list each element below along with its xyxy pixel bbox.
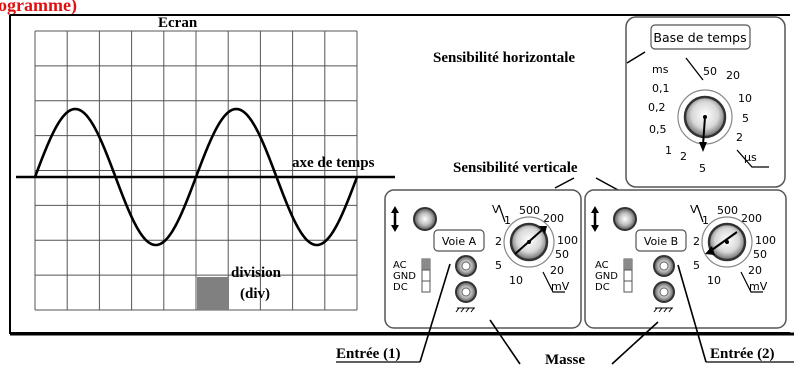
coupling-label-gnd: GND [393,271,416,282]
volt-scale-right-3: 50 [555,248,569,261]
unit-mv: mV [551,280,570,293]
input-2-label: Entrée (2) [710,346,775,362]
input-jack-hole [659,261,669,271]
screen-label: Ecran [158,15,198,31]
coupling-label-dc: DC [595,282,610,293]
ground-leader-2 [611,321,659,365]
timebase-bottom-1: 5 [699,162,706,175]
channel-panel-frame [384,189,582,329]
volt-scale-left-2: 5 [495,259,502,272]
ground-label: Masse [545,352,585,367]
timebase-right-3: 5 [742,112,749,125]
sensitivity-scale-arc [498,204,565,293]
input-2-leader [677,264,707,363]
sensitivity-scale-arc [696,204,763,293]
volt-scale-left-2: 5 [693,259,700,272]
timebase-right-1: 20 [726,69,740,82]
coupling-switch-slider [422,259,430,270]
sensitivity-knob[interactable] [701,216,753,268]
voie-button-label: Voie B [644,235,678,248]
input-1-label: Entrée (1) [336,346,401,362]
sensitivity-knob[interactable] [503,216,555,268]
signal-waveform [33,107,359,247]
volt-scale-right-1: 200 [543,212,564,225]
voie-button-label: Voie A [442,235,477,248]
timebase-unit-us: µs [744,151,757,164]
header-cut-title: ogramme) [0,0,77,16]
volt-scale-right-1: 200 [741,212,762,225]
vertical-title-pointer-left [554,177,575,189]
vertical-title-pointer-right [595,177,619,191]
volt-scale-left-1: 2 [495,235,502,248]
timebase-button-label: Base de temps [653,30,746,45]
voie-button[interactable] [635,229,687,252]
unit-v: V [690,203,698,216]
timebase-right-2: 10 [738,92,752,105]
volt-scale-right-0: 500 [717,204,738,217]
timebase-right-4: 2 [736,131,743,144]
timebase-left-2: 0,5 [649,123,667,136]
volt-scale-left-3: 10 [707,274,721,287]
position-knob[interactable] [613,207,637,231]
ground-leader-1 [489,319,521,365]
vertical-sensitivity-title: Sensibilité verticale [453,160,578,176]
input-1-leader [419,263,451,363]
unit-mv: mV [749,280,768,293]
volt-scale-right-0: 500 [519,204,540,217]
ground-symbol-icon [455,307,475,313]
input-jack-hole [461,261,471,271]
timebase-button[interactable] [650,24,751,50]
position-knob[interactable] [413,207,437,231]
division-cell [197,277,229,310]
volt-scale-right-2: 100 [557,234,578,247]
unit-v: V [492,203,500,216]
time-axis-label: axe de temps [292,155,375,171]
timebase-left-1: 0,2 [648,101,666,114]
ground-symbol-icon [653,307,673,313]
timebase-unit-ms: ms [652,63,669,76]
screen-grid [34,30,358,311]
timebase-left-0: 0,1 [652,82,670,95]
timebase-right-0: 50 [703,65,717,78]
division-label: division [231,265,282,281]
ground-jack-hole [659,287,669,297]
division-abbr: (div) [240,286,270,302]
timebase-scale-arc [685,57,769,168]
timebase-bottom-0: 2 [680,150,687,163]
timebase-left-3: 1 [665,144,672,157]
ground-jack-hole [461,287,471,297]
position-arrows-icon [591,206,599,232]
volt-scale-right-2: 100 [755,234,776,247]
volt-scale-right-4: 20 [550,264,564,277]
voie-button[interactable] [433,229,485,252]
volt-scale-left-0: 1 [702,214,709,227]
volt-scale-right-3: 50 [753,248,767,261]
coupling-label-gnd: GND [595,271,618,282]
coupling-switch-slider [624,259,632,270]
volt-scale-right-4: 20 [748,264,762,277]
coupling-label-dc: DC [393,282,408,293]
coupling-label-ac: AC [393,260,407,271]
position-arrows-icon [391,206,399,232]
volt-scale-left-3: 10 [509,274,523,287]
horizontal-title-pointer [626,51,646,64]
coupling-label-ac: AC [595,260,609,271]
horizontal-sensitivity-title: Sensibilité horizontale [433,50,575,66]
timebase-knob[interactable] [677,89,733,152]
volt-scale-left-0: 1 [504,214,511,227]
volt-scale-left-1: 2 [693,235,700,248]
